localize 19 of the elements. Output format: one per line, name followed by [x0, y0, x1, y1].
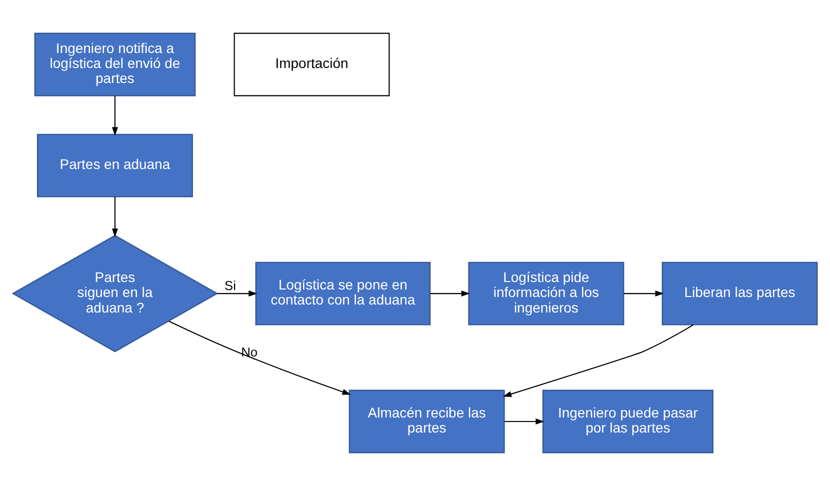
arrow	[217, 290, 258, 296]
node-box: Ingeniero puede pasar por las partes	[542, 389, 714, 453]
node-box: Logística pide información a los ingenieros	[468, 261, 624, 325]
node-box: Partes en aduana	[37, 133, 193, 197]
node-box: Almacén recibe las partes	[348, 389, 505, 453]
arrow	[112, 196, 118, 237]
arrow	[504, 418, 544, 424]
edge-label: No	[241, 344, 258, 360]
edge-label: Si	[224, 277, 236, 292]
node-diamond: Partes siguen en la aduana ?	[12, 234, 218, 352]
node-box: Liberan las partes	[662, 261, 818, 325]
arrow	[168, 320, 351, 394]
arrow	[430, 290, 470, 296]
arrow	[502, 324, 694, 396]
node-box: Logística se pone en contacto con la aduana	[255, 261, 431, 325]
arrow	[112, 95, 118, 136]
node-box: Ingeniero notifica a logística del envió de partes	[34, 32, 196, 96]
arrow	[624, 290, 664, 296]
node-box: Importación	[234, 32, 390, 96]
